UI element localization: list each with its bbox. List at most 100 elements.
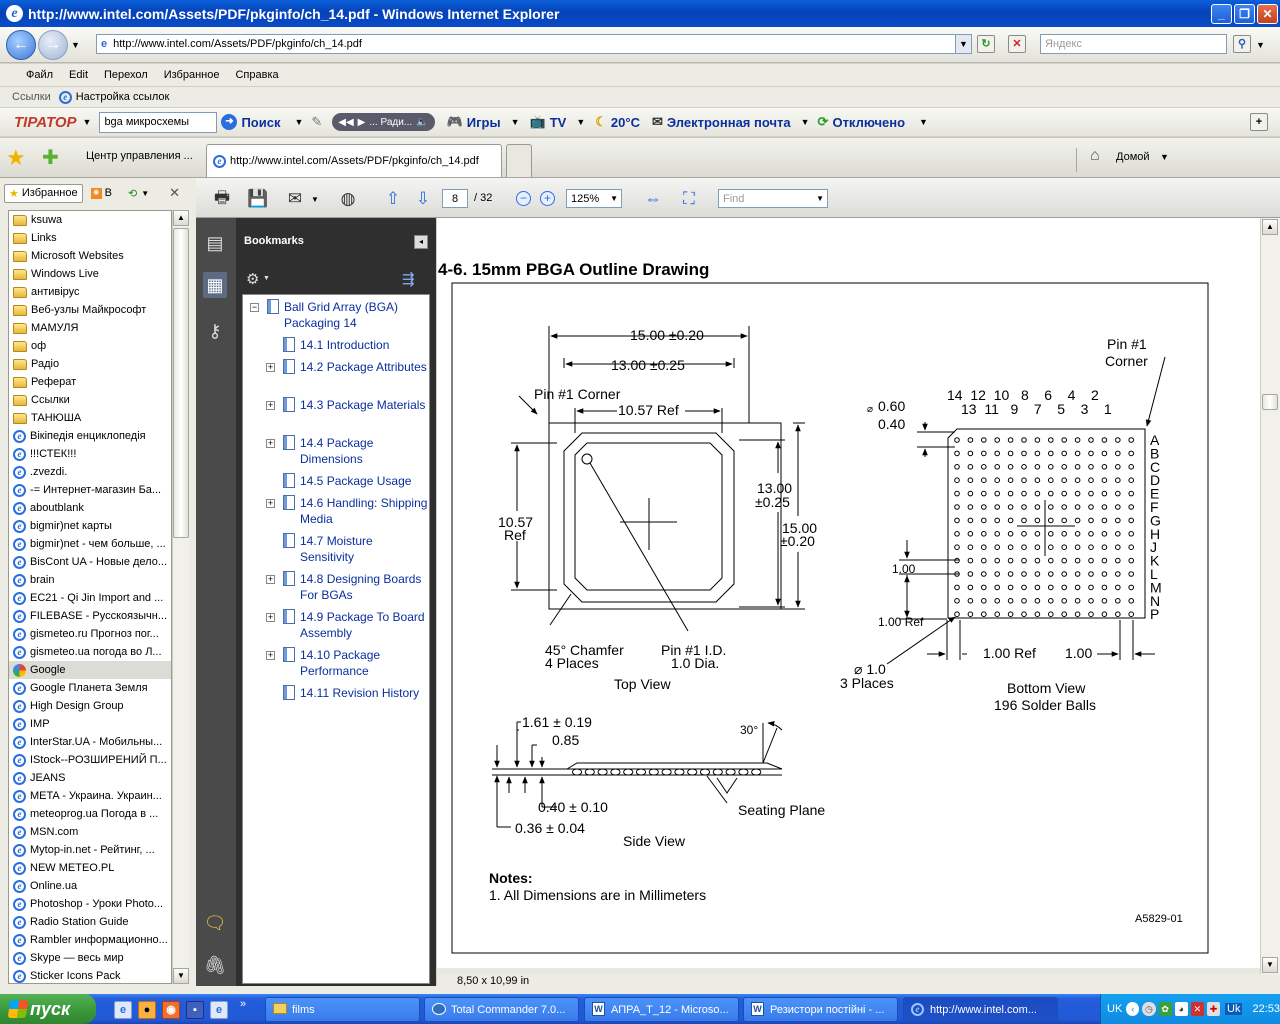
- tray-clock-icon[interactable]: ◷: [1142, 1002, 1156, 1016]
- quicklaunch-more-icon[interactable]: »: [240, 998, 247, 1010]
- back-button[interactable]: ←: [6, 30, 36, 60]
- home-dropdown-icon[interactable]: ▼: [1160, 152, 1169, 162]
- history-icon[interactable]: ⟲: [127, 187, 138, 200]
- email-dropdown-icon[interactable]: ▼: [311, 195, 319, 204]
- favorites-folder[interactable]: Links: [9, 229, 171, 247]
- search-input[interactable]: Яндекс: [1040, 34, 1227, 54]
- history-dropdown-icon[interactable]: ▼: [141, 188, 150, 198]
- pages-icon[interactable]: ▤: [206, 233, 224, 253]
- games-dropdown-icon[interactable]: ▼: [510, 117, 520, 127]
- favorites-folder[interactable]: Реферат: [9, 373, 171, 391]
- radio-prev-icon[interactable]: ◀◀: [338, 116, 354, 128]
- task-total-commander[interactable]: Total Commander 7.0...: [424, 997, 579, 1022]
- favorites-folder[interactable]: Радіо: [9, 355, 171, 373]
- zoom-select[interactable]: 125%▼: [566, 189, 622, 208]
- address-dropdown-icon[interactable]: ▼: [955, 35, 971, 53]
- collaborate-icon[interactable]: ◍: [340, 189, 356, 208]
- bookmark-item[interactable]: 14.1 Introduction: [243, 337, 429, 353]
- search-options-dropdown-icon[interactable]: ▼: [294, 117, 304, 127]
- attachments-icon[interactable]: 🖇: [203, 955, 227, 975]
- comments-icon[interactable]: 🗨: [203, 913, 227, 933]
- zoom-out-icon[interactable]: −: [516, 191, 531, 206]
- menu-go[interactable]: Перехол: [104, 69, 148, 81]
- menu-help[interactable]: Справка: [235, 69, 279, 81]
- expand-icon[interactable]: +: [266, 574, 275, 584]
- page-number-input[interactable]: 8: [442, 189, 468, 208]
- bookmark-item[interactable]: +14.6 Handling: Shipping Media: [243, 495, 429, 527]
- ie-quicklaunch-icon[interactable]: e: [114, 1001, 132, 1019]
- forward-button[interactable]: →: [38, 30, 68, 60]
- favorites-folder[interactable]: антивірус: [9, 283, 171, 301]
- favorites-folder[interactable]: Ссылки: [9, 391, 171, 409]
- scroll-thumb[interactable]: [173, 228, 189, 538]
- minimize-button[interactable]: _: [1211, 4, 1232, 24]
- task-word-doc[interactable]: АПРА_Т_12 - Microso...: [584, 997, 739, 1022]
- toolbar-mail[interactable]: ✉Электронная почта: [652, 114, 791, 130]
- favorites-link[interactable]: Google: [9, 661, 171, 679]
- tipatop-dropdown-icon[interactable]: ▼: [82, 117, 92, 127]
- ie2-quicklaunch-icon[interactable]: e: [210, 1001, 228, 1019]
- bookmarks-icon[interactable]: ▦: [203, 272, 227, 298]
- bookmark-item[interactable]: +14.4 Package Dimensions: [243, 435, 429, 467]
- close-button[interactable]: ✕: [1257, 4, 1278, 24]
- new-tab-button[interactable]: [506, 144, 532, 177]
- expand-icon[interactable]: +: [266, 650, 275, 660]
- bookmark-item[interactable]: 14.11 Revision History: [243, 685, 429, 701]
- favorites-link[interactable]: e.zvezdi.: [9, 463, 171, 481]
- doc-scroll-up-icon[interactable]: ▲: [1262, 219, 1278, 235]
- expand-icon[interactable]: +: [266, 612, 275, 622]
- app-quicklaunch-icon[interactable]: ●: [138, 1001, 156, 1019]
- favorites-tab[interactable]: ★Избранное: [4, 183, 83, 203]
- task-word-doc-2[interactable]: Резистори постійні - ...: [743, 997, 898, 1022]
- save-icon[interactable]: 💾: [247, 189, 269, 208]
- tray-panda-icon[interactable]: ◕: [1174, 1002, 1188, 1016]
- favorites-folder[interactable]: Microsoft Websites: [9, 247, 171, 265]
- favorites-folder[interactable]: Веб-узлы Майкрософт: [9, 301, 171, 319]
- search-icon[interactable]: ⚲: [1233, 35, 1251, 53]
- stop-icon[interactable]: ✕: [1008, 35, 1026, 53]
- keyboard-indicator[interactable]: Uk: [1225, 1003, 1243, 1015]
- toolbar-games[interactable]: 🎮Игры: [447, 114, 501, 130]
- feeds-tab[interactable]: ◉В: [90, 187, 112, 199]
- toolbar-weather[interactable]: ☾20°C: [595, 114, 640, 130]
- tray-icq-icon[interactable]: ✿: [1158, 1002, 1172, 1016]
- prev-page-icon[interactable]: ⇧: [385, 189, 401, 208]
- expand-icon[interactable]: +: [266, 362, 275, 372]
- radio-play-icon[interactable]: ▶: [357, 116, 366, 128]
- options-dropdown-icon[interactable]: ▼: [263, 275, 270, 282]
- expand-icon[interactable]: +: [266, 498, 275, 508]
- options-gear-icon[interactable]: ⚙: [246, 271, 260, 288]
- tray-acrobat-icon[interactable]: ✕: [1190, 1002, 1204, 1016]
- collapse-icon[interactable]: −: [250, 302, 259, 312]
- toolbar-tv[interactable]: 📺TV: [530, 114, 567, 130]
- favorites-scrollbar[interactable]: ▲ ▼: [172, 210, 189, 984]
- expand-icon[interactable]: +: [266, 438, 275, 448]
- tray-arrow-icon[interactable]: ‹: [1126, 1002, 1140, 1016]
- firefox-quicklaunch-icon[interactable]: ◉: [162, 1001, 180, 1019]
- menu-edit[interactable]: Edit: [69, 69, 89, 81]
- scroll-up-icon[interactable]: ▲: [173, 210, 189, 226]
- scroll-down-icon[interactable]: ▼: [173, 968, 189, 984]
- tray-security-icon[interactable]: ✚: [1206, 1002, 1221, 1016]
- bookmark-item[interactable]: +14.2 Package Attributes: [243, 359, 429, 391]
- bookmark-item[interactable]: 14.5 Package Usage: [243, 473, 429, 489]
- bookmark-item[interactable]: 14.7 Moisture Sensitivity: [243, 533, 429, 565]
- status-dropdown-icon[interactable]: ▼: [919, 117, 928, 127]
